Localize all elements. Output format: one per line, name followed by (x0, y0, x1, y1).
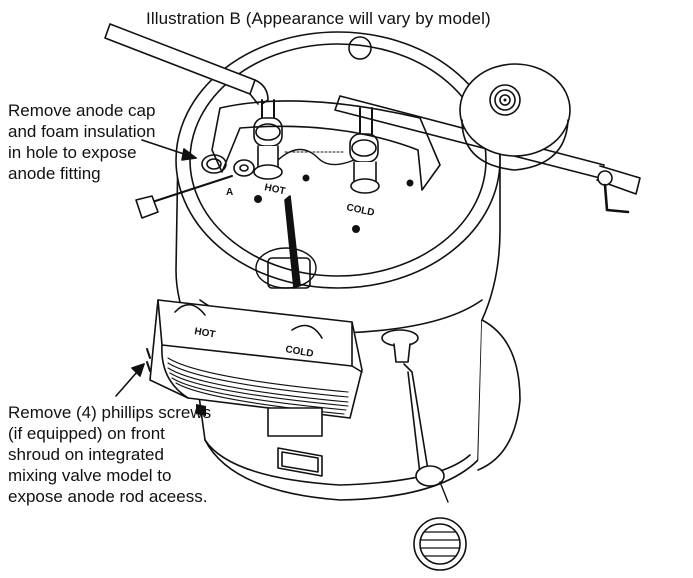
pipe-fittings (211, 99, 441, 194)
tank-top (175, 31, 501, 289)
shroud-cold-label: COLD (284, 344, 314, 360)
anode-rod (284, 195, 301, 289)
shroud-screws-callout: Remove (4) phillips screws (if equipped)… (8, 403, 212, 506)
anode-fitting (135, 154, 255, 219)
illustration-title: Illustration B (Appearance will vary by … (146, 9, 491, 28)
callout-arrows (115, 139, 197, 397)
shroud-hot-label: HOT (193, 326, 216, 340)
relief-valve (381, 329, 467, 571)
front-shroud (149, 299, 363, 477)
anode-cap-callout: Remove anode cap and foam insulation in … (8, 101, 156, 183)
hot-outlet-label: HOT (263, 182, 286, 197)
expansion-tank (459, 63, 571, 171)
anode-label: A (226, 187, 233, 198)
